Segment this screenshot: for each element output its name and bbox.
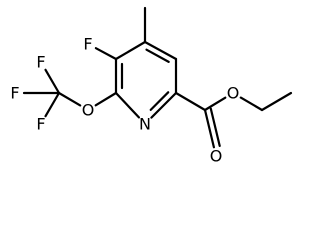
bond-c4-c5	[143, 40, 178, 61]
bond-c4-c3	[114, 40, 147, 61]
atom-label-n1: N	[139, 115, 151, 134]
bond-cf3-f2	[44, 68, 61, 95]
bond-n1-c6-inner	[149, 91, 170, 112]
bond-c2-n1	[114, 91, 140, 119]
atom-label-f2: F	[36, 53, 45, 72]
bond-cc-o3	[203, 96, 227, 112]
bond-c3-f1	[94, 47, 118, 61]
bond-cc-o2-second	[209, 107, 221, 147]
atom-label-f4: F	[36, 115, 45, 134]
bond-ch2-ch3	[260, 91, 293, 112]
bond-layer	[22, 6, 293, 149]
bond-c4-c5-inner	[145, 48, 170, 64]
atom-label-o1: O	[82, 101, 95, 120]
atom-label-o2: O	[210, 147, 223, 166]
bond-cc-o2	[203, 108, 215, 149]
bond-o1-cf3	[57, 91, 82, 107]
bond-o3-ch2	[239, 96, 264, 112]
atom-label-f3: F	[10, 84, 19, 103]
bond-n1-c6	[150, 91, 178, 119]
bond-c6-cc	[174, 91, 207, 112]
atom-label-o3: O	[227, 84, 240, 103]
bond-c2-o1	[94, 91, 118, 107]
bond-cf3-f4	[44, 91, 61, 118]
atom-label-f1: F	[83, 35, 92, 54]
